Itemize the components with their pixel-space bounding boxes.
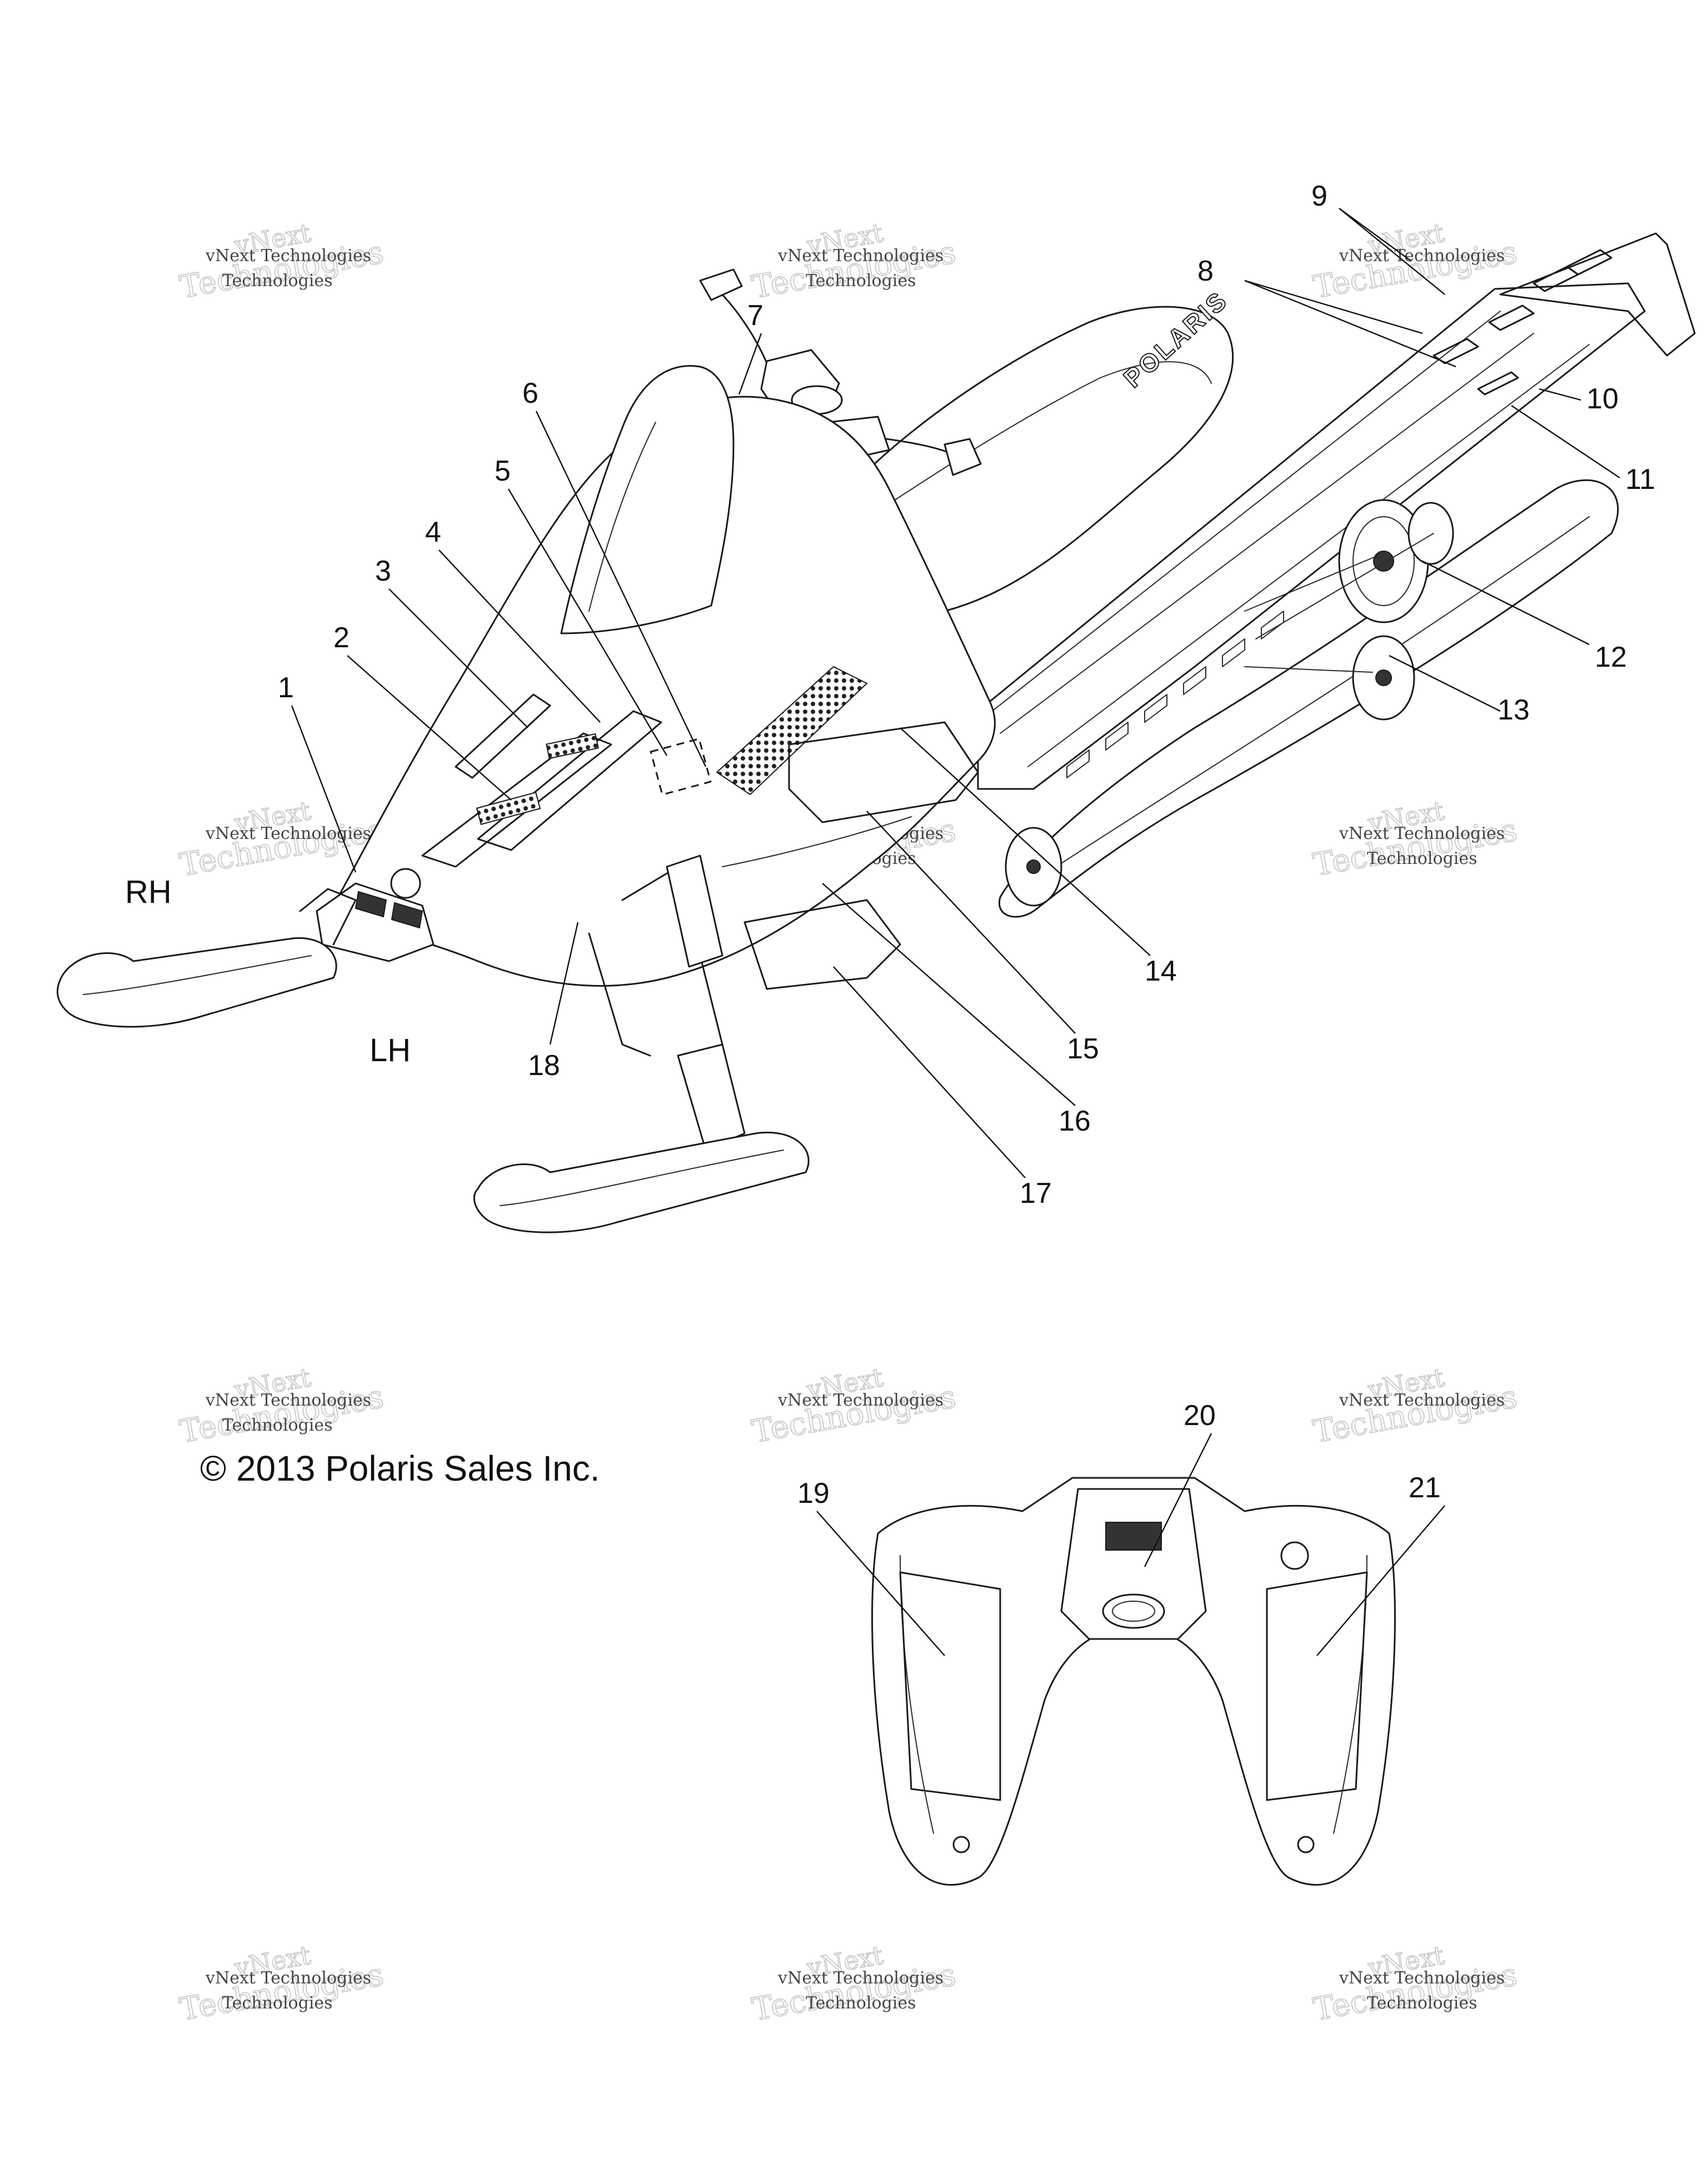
- watermark-label-2: Technologies: [222, 1993, 333, 2013]
- callout-8: 8: [1197, 255, 1214, 287]
- watermark-label: vNext Technologies: [777, 1391, 944, 1410]
- side-label-rh: RH: [125, 874, 172, 910]
- callout-4: 4: [425, 516, 441, 548]
- callout-17: 17: [1020, 1177, 1052, 1210]
- handlebar-grip-left: [699, 268, 743, 301]
- watermark-label: vNext Technologies: [1339, 1968, 1505, 1988]
- seat-contour: [844, 361, 1212, 534]
- callout-16: 16: [1059, 1105, 1091, 1137]
- watermark-label: vNext Technologies: [777, 246, 944, 266]
- windshield: [560, 365, 735, 634]
- callout-19: 19: [797, 1477, 830, 1510]
- watermark-label-2: Technologies: [1367, 1993, 1478, 2013]
- watermark-label: vNext Technologies: [205, 1391, 371, 1410]
- headlight-left: [355, 891, 387, 918]
- hood-opening: [1102, 1593, 1165, 1629]
- hood-outer: [871, 1477, 1396, 1886]
- spindle: [677, 1043, 746, 1151]
- gauge-display: [1105, 1522, 1162, 1551]
- hood-stripe-1: [421, 732, 612, 868]
- callout-10: 10: [1586, 383, 1619, 415]
- handlebar-grip-right: [944, 438, 982, 476]
- headlight-right: [391, 902, 423, 929]
- callout-18: 18: [528, 1049, 560, 1082]
- callout-12: 12: [1595, 641, 1627, 673]
- track-inner-line: [1022, 516, 1590, 889]
- callout-13: 13: [1498, 694, 1530, 726]
- hood-stripe-2: [477, 710, 662, 851]
- hood-body: [332, 396, 996, 987]
- mesh-vent-lower: [476, 792, 541, 825]
- callout-2: 2: [333, 622, 350, 654]
- callout-14: 14: [1145, 955, 1177, 987]
- callout-15: 15: [1067, 1033, 1099, 1065]
- callout-20: 20: [1184, 1400, 1216, 1432]
- tunnel-cutouts: [1066, 611, 1284, 778]
- snowmobile-illustration: POLARIS: [56, 232, 1696, 1233]
- hood-center-console: [1060, 1488, 1207, 1640]
- callout-21: 21: [1409, 1472, 1441, 1504]
- tunnel-edge: [977, 311, 1590, 767]
- watermark-label: vNext Technologies: [205, 1968, 371, 1988]
- watermark-label: vNext Technologies: [1339, 824, 1505, 843]
- upper-idler-wheel: [1407, 502, 1454, 565]
- watermark-label: vNext Technologies: [205, 246, 371, 266]
- callout-3: 3: [375, 555, 391, 587]
- ski-left: [473, 1132, 810, 1233]
- decal-5-dashed: [650, 737, 712, 796]
- front-suspension: [588, 854, 746, 1151]
- track-outline: [998, 479, 1619, 918]
- hood-stripe-3: [455, 693, 551, 779]
- ski-right: [56, 937, 337, 1028]
- hood-decal-21: [1266, 1571, 1368, 1801]
- suspension-wheels: [1005, 499, 1454, 907]
- decal-9b: [1566, 249, 1613, 276]
- watermark-label: vNext Technologies: [777, 1968, 944, 1988]
- mesh-vent-upper: [546, 733, 599, 759]
- watermark-label: vNext Technologies: [1339, 1391, 1505, 1410]
- callouts: 1 2 3 4 5 6 7 8 9 10 11 12 13 14 15 16 1…: [278, 180, 1655, 1510]
- watermark-label-2: Technologies: [222, 1416, 333, 1435]
- side-mesh-panel: [716, 666, 868, 796]
- watermark-label-2: Technologies: [806, 1993, 916, 2013]
- watermark-label: vNext Technologies: [1339, 246, 1505, 266]
- callout-6: 6: [522, 377, 538, 409]
- side-panel-decal-15: [788, 721, 979, 823]
- hood-top-view: [871, 1477, 1396, 1886]
- callout-7: 7: [747, 299, 763, 332]
- hood-decal-19: [899, 1571, 1001, 1801]
- watermark-label-2: Technologies: [1367, 849, 1478, 868]
- nose-emblem: [390, 868, 421, 899]
- callout-9: 9: [1311, 180, 1327, 212]
- callout-5: 5: [495, 455, 511, 487]
- hood-decals: [421, 666, 868, 868]
- decal-11: [1477, 371, 1519, 396]
- watermark-label-2: Technologies: [806, 271, 916, 291]
- callout-11: 11: [1625, 463, 1655, 496]
- watermark-label: vNext Technologies: [205, 824, 371, 843]
- callout-1: 1: [278, 672, 294, 704]
- copyright-notice: © 2013 Polaris Sales Inc.: [200, 1448, 600, 1488]
- decal-8b: [1488, 304, 1535, 331]
- rear-bumper: [1499, 232, 1696, 357]
- shock-absorber: [666, 854, 723, 968]
- watermark-label-2: Technologies: [222, 271, 333, 291]
- side-label-lh: LH: [370, 1032, 411, 1068]
- leader-lines: [291, 208, 1620, 1656]
